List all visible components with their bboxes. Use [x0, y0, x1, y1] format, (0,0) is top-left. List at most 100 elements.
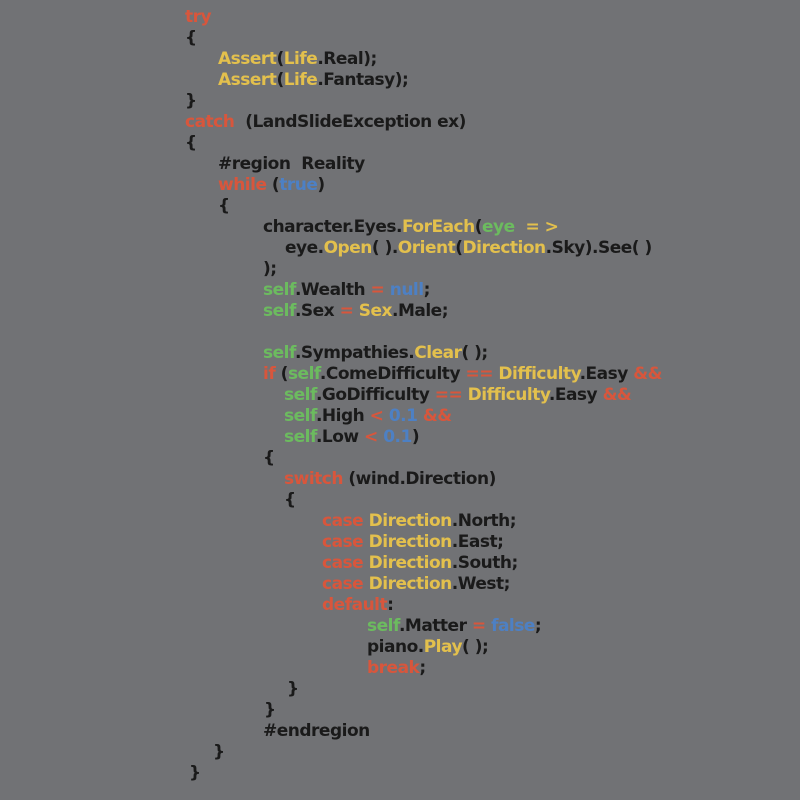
- code-line: default:: [322, 595, 800, 616]
- code-token: Life: [283, 70, 318, 90]
- code-token: .High: [315, 406, 370, 426]
- code-token: piano.: [367, 637, 424, 657]
- code-token: case: [322, 511, 364, 531]
- code-token: {: [218, 196, 230, 216]
- code-token: 0.1: [383, 427, 412, 447]
- code-token: self: [287, 364, 320, 384]
- code-token: .Male;: [392, 301, 449, 321]
- code-token: .GoDifficulty: [315, 385, 435, 405]
- code-line: self.High < 0.1 &&: [284, 406, 800, 427]
- code-token: self: [284, 427, 316, 447]
- code-token: .Sympathies.: [294, 343, 415, 363]
- code-token: self: [263, 280, 295, 300]
- code-line: );: [263, 259, 800, 280]
- code-token: ;: [419, 658, 426, 678]
- code-token: .ComeDifficulty: [319, 364, 466, 384]
- code-line: {: [185, 133, 800, 154]
- code-token: (: [455, 238, 463, 258]
- code-token: .Sky).See( ): [545, 238, 653, 258]
- code-line: break;: [367, 658, 800, 679]
- code-token: (: [474, 217, 483, 237]
- code-line: character.Eyes.ForEach(eye = >: [263, 217, 800, 238]
- code-token: (LandSlideException ex): [234, 112, 466, 132]
- code-token: (: [276, 70, 284, 90]
- code-line: self.Sex = Sex.Male;: [263, 301, 800, 322]
- code-line: case Direction.West;: [322, 574, 800, 595]
- code-line: self.Low < 0.1): [284, 427, 800, 448]
- code-token: eye: [482, 217, 515, 237]
- code-token: .Fantasy);: [317, 70, 409, 90]
- code-token: while: [218, 175, 267, 195]
- code-token: .Wealth: [294, 280, 371, 300]
- code-token: .West;: [451, 574, 511, 594]
- code-token: =: [370, 280, 385, 300]
- code-token: Direction: [368, 553, 453, 573]
- code-token: Direction: [368, 532, 453, 552]
- code-token: Sex: [358, 301, 393, 321]
- code-token: ==: [434, 385, 463, 405]
- code-token: Assert: [218, 49, 277, 69]
- code-token: true: [279, 175, 318, 195]
- code-token: character.Eyes.: [263, 217, 402, 237]
- code-token: ;: [534, 616, 542, 636]
- code-token: self: [263, 301, 295, 321]
- code-token: Direction: [368, 574, 453, 594]
- code-token: ==: [465, 364, 493, 384]
- code-token: <: [369, 406, 384, 426]
- code-token: ( );: [462, 637, 489, 657]
- code-token: eye.: [285, 238, 324, 258]
- code-line: if (self.ComeDifficulty == Difficulty.Ea…: [263, 364, 800, 385]
- code-line: [263, 322, 800, 343]
- code-line: case Direction.South;: [322, 553, 800, 574]
- code-token: #endregion: [263, 721, 370, 741]
- code-line: try: [185, 7, 800, 28]
- code-line: eye.Open( ).Orient(Direction.Sky).See( ): [285, 238, 800, 259]
- code-token: Clear: [414, 343, 462, 363]
- code-token: Play: [423, 637, 463, 657]
- code-token: Direction: [368, 511, 453, 531]
- code-line: #region Reality: [218, 154, 800, 175]
- code-token: .Easy: [579, 364, 634, 384]
- code-token: Assert: [218, 70, 277, 90]
- code-token: (: [276, 49, 284, 69]
- code-token: }: [287, 679, 299, 699]
- code-token: ): [317, 175, 325, 195]
- code-token: &&: [633, 364, 662, 384]
- code-token: (: [275, 364, 289, 384]
- code-line: Assert(Life.Real);: [218, 49, 800, 70]
- code-token: [515, 217, 526, 237]
- code-line: {: [185, 28, 800, 49]
- code-token: (: [266, 175, 280, 195]
- code-token: }: [264, 700, 276, 720]
- code-token: .Easy: [548, 385, 603, 405]
- code-token: }: [189, 763, 201, 783]
- code-token: Difficulty: [467, 385, 550, 405]
- code-token: default: [322, 595, 388, 615]
- code-token: Open: [323, 238, 373, 258]
- code-token: .Low: [315, 427, 365, 447]
- code-snippet: try{Assert(Life.Real);Assert(Life.Fantas…: [0, 7, 800, 784]
- code-token: ;: [423, 280, 431, 300]
- code-token: = >: [525, 217, 559, 237]
- code-line: self.Matter = false;: [367, 616, 800, 637]
- code-token: switch: [284, 469, 343, 489]
- code-line: switch (wind.Direction): [284, 469, 800, 490]
- code-line: self.Wealth = null;: [263, 280, 800, 301]
- code-token: Life: [283, 49, 318, 69]
- code-token: .North;: [451, 511, 517, 531]
- code-line: {: [284, 490, 800, 511]
- code-token: ForEach: [401, 217, 475, 237]
- code-line: {: [218, 196, 800, 217]
- code-token: .South;: [451, 553, 519, 573]
- code-token: if: [263, 364, 276, 384]
- code-line: self.GoDifficulty == Difficulty.Easy &&: [284, 385, 800, 406]
- code-token: &&: [602, 385, 632, 405]
- code-token: {: [284, 490, 296, 510]
- code-token: Direction: [462, 238, 547, 258]
- code-line: }: [264, 700, 800, 721]
- code-token: #region Reality: [218, 154, 365, 174]
- code-token: }: [213, 742, 225, 762]
- code-line: case Direction.North;: [322, 511, 800, 532]
- code-token: ( );: [461, 343, 488, 363]
- code-token: .East;: [451, 532, 504, 552]
